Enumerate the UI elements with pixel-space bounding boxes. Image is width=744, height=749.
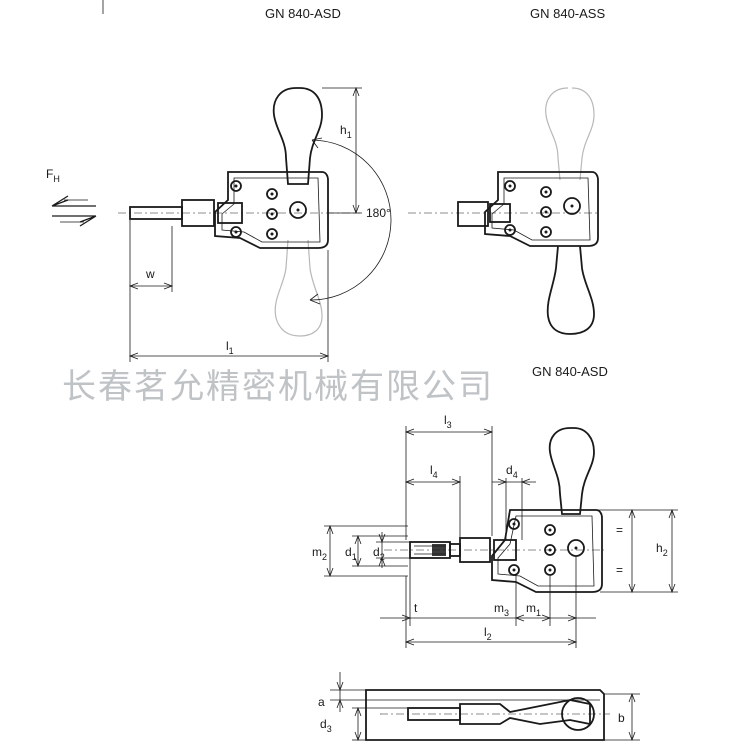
- dim-l4-label: l4: [430, 463, 438, 480]
- dim-a: [330, 672, 366, 712]
- dim-m2-label: m2: [312, 545, 327, 562]
- dim-h1: [322, 86, 362, 215]
- dim-l3: [404, 426, 494, 540]
- dim-l3-label: l3: [444, 413, 452, 430]
- clamp-body-bottom: [491, 509, 603, 593]
- dim-l2-label: l2: [484, 625, 492, 642]
- angle-label: 180°: [366, 206, 391, 220]
- dim-b: [604, 692, 640, 742]
- dim-d3: [352, 706, 408, 742]
- dim-d1-label: d1: [345, 545, 357, 562]
- dim-h2-label: h2: [656, 541, 668, 558]
- clamp-body-ass: [484, 171, 599, 247]
- dim-h1-label: h1: [340, 123, 352, 140]
- dim-w: [128, 220, 174, 362]
- dim-t-m3-m1: [380, 556, 596, 626]
- dim-m1-label: m1: [526, 601, 541, 618]
- plan-body: [365, 689, 605, 741]
- dim-d4: [492, 478, 536, 540]
- dim-d2: [376, 532, 410, 568]
- plunger-bushing-ass: [457, 201, 489, 227]
- force-arrows-icon: [51, 195, 97, 227]
- title-gn840-asd-top: GN 840-ASD: [265, 6, 341, 21]
- handle-up: [272, 87, 323, 185]
- handle-ghost-down: [274, 239, 323, 337]
- dim-l1-label: l1: [226, 339, 234, 356]
- view-gn840-asd-dimensioned: [384, 427, 604, 593]
- title-gn840-ass: GN 840-ASS: [530, 6, 605, 21]
- dim-d2-label: d2: [373, 545, 385, 562]
- handle-up-bottom: [548, 427, 595, 515]
- dim-m3-label: m3: [494, 601, 509, 618]
- dim-m2: [324, 524, 408, 578]
- dim-equal-lower: =: [616, 563, 623, 577]
- dim-h2: [598, 508, 678, 594]
- dim-w-label: w: [145, 267, 155, 281]
- company-watermark: 长春茗允精密机械有限公司: [62, 367, 494, 407]
- clamp-body: [214, 171, 329, 249]
- handle-down: [546, 245, 595, 335]
- dim-l1: [128, 250, 330, 362]
- dim-l4: [404, 476, 462, 538]
- view-gn840-ass-side: [408, 87, 600, 335]
- force-label: FH: [46, 167, 60, 184]
- rotation-arc: [309, 139, 392, 301]
- dim-t-label: t: [414, 601, 418, 615]
- dim-equal-upper: =: [616, 523, 623, 537]
- dim-d3-label: d3: [320, 717, 332, 734]
- view-plan: [365, 689, 610, 741]
- handle-ghost-up: [545, 87, 595, 181]
- dim-b-label: b: [618, 711, 625, 725]
- title-gn840-asd-bottom: GN 840-ASD: [532, 364, 608, 379]
- dim-l2: [404, 576, 578, 648]
- dim-a-label: a: [318, 695, 325, 709]
- view-gn840-asd-side: [118, 87, 392, 337]
- dim-d4-label: d4: [506, 463, 518, 480]
